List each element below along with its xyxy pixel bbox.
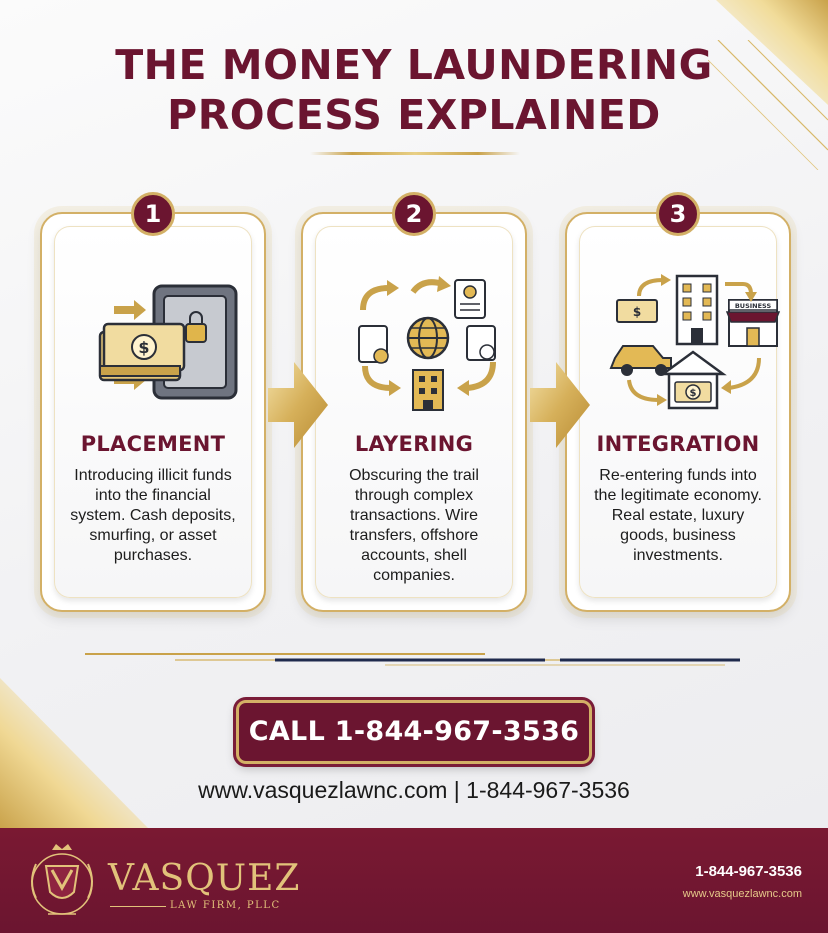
contact-line[interactable]: www.vasquezlawnc.com | 1-844-967-3536 bbox=[198, 777, 630, 803]
title-line-2: PROCESS EXPLAINED bbox=[167, 91, 661, 139]
section-divider bbox=[85, 653, 740, 666]
title-line-1: THE MONEY LAUNDERING bbox=[115, 41, 713, 89]
business-realestate-icon: $ BUSINESS $ bbox=[609, 274, 781, 410]
footer-website-link[interactable]: www.vasquezlawnc.com bbox=[682, 888, 802, 900]
brand-divider bbox=[110, 906, 166, 907]
step-description: Obscuring the trail through complex tran… bbox=[349, 467, 479, 584]
flow-arrow-icon bbox=[530, 362, 590, 448]
step-card-layering: LAYERING Obscuring the trail through com… bbox=[301, 192, 527, 612]
page-title: THE MONEY LAUNDERING PROCESS EXPLAINED bbox=[0, 40, 828, 140]
step-card-inner: $ PLACEMENT Introducing illicit funds in… bbox=[54, 226, 252, 598]
cash-vault-icon: $ bbox=[98, 284, 238, 400]
footer-bar: VASQUEZ LAW FIRM, PLLC 1-844-967-3536 ww… bbox=[0, 828, 828, 933]
step-card-placement: $ PLACEMENT Introducing illicit funds in… bbox=[40, 192, 266, 612]
call-button[interactable]: CALL 1-844-967-3536 bbox=[236, 700, 592, 764]
svg-text:$: $ bbox=[138, 338, 149, 357]
step-title: LAYERING bbox=[354, 432, 474, 456]
footer-phone-link[interactable]: 1-844-967-3536 bbox=[695, 863, 802, 880]
corner-gold-lines-icon bbox=[708, 40, 828, 170]
step-description: Re-entering funds into the legitimate ec… bbox=[594, 467, 762, 564]
svg-text:$: $ bbox=[690, 388, 697, 399]
brand-subtitle: LAW FIRM, PLLC bbox=[170, 900, 281, 911]
business-sign-label: BUSINESS bbox=[735, 302, 772, 310]
step-card-inner: $ BUSINESS $ INTEG bbox=[579, 226, 781, 598]
step-number-badge: 2 bbox=[392, 192, 436, 236]
step-number-badge: 3 bbox=[656, 192, 700, 236]
flow-arrow-icon bbox=[268, 362, 328, 448]
step-card-integration: $ BUSINESS $ INTEG bbox=[565, 192, 791, 612]
step-title: INTEGRATION bbox=[596, 432, 760, 456]
step-number-badge: 1 bbox=[131, 192, 175, 236]
step-title: PLACEMENT bbox=[80, 432, 226, 456]
step-description: Introducing illicit funds into the finan… bbox=[70, 467, 236, 564]
step-card-inner: LAYERING Obscuring the trail through com… bbox=[315, 226, 513, 598]
title-divider bbox=[310, 152, 520, 155]
svg-text:$: $ bbox=[633, 305, 641, 319]
law-firm-crest-icon bbox=[31, 844, 93, 915]
brand-name: VASQUEZ bbox=[108, 858, 301, 899]
global-transfers-icon bbox=[358, 276, 496, 411]
